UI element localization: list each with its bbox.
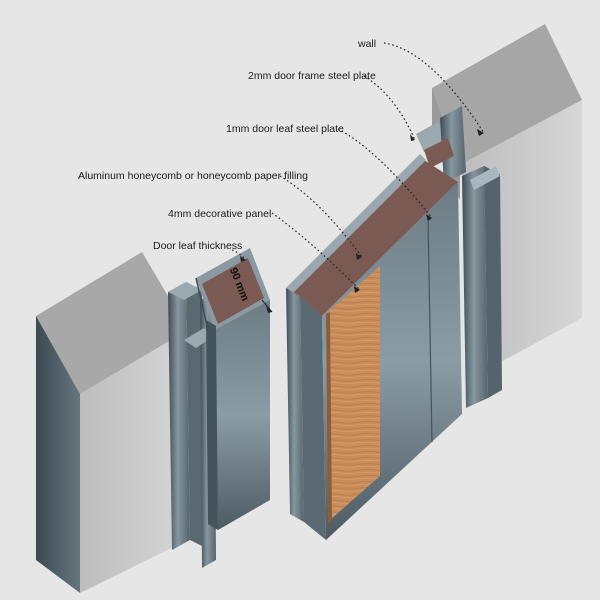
- left-door-leaf: [195, 248, 270, 530]
- right-door-frame: [416, 106, 502, 408]
- arrowhead-thickness-bottom: [266, 306, 272, 313]
- leader-lines: [231, 42, 485, 291]
- label-filling: Aluminum honeycomb or honeycomb paper fi…: [78, 170, 308, 182]
- leader-frame-plate: [363, 75, 416, 141]
- label-leaf-plate: 1mm door leaf steel plate: [226, 123, 344, 135]
- dimension-line: [261, 299, 273, 313]
- arrowhead-frame: [410, 134, 415, 141]
- arrowhead-leaf: [426, 214, 432, 221]
- arrowhead-panel: [354, 286, 360, 293]
- arrowhead-filling: [356, 253, 362, 260]
- arrowhead-thickness-top: [240, 256, 246, 262]
- leader-thickness: [231, 249, 247, 261]
- left-wall: [36, 252, 188, 593]
- label-decorative-panel: 4mm decorative panel: [168, 208, 272, 220]
- main-door-leaf: [286, 138, 462, 540]
- leader-wall: [383, 42, 485, 134]
- arrowhead-wall: [477, 129, 484, 136]
- label-frame-plate: 2mm door frame steel plate: [248, 70, 376, 82]
- leader-arrowheads: [240, 129, 484, 313]
- label-leaf-thickness: Door leaf thickness: [153, 240, 243, 252]
- label-wall: wall: [358, 38, 377, 50]
- leader-leaf-plate: [337, 128, 433, 219]
- leader-filling: [279, 175, 363, 258]
